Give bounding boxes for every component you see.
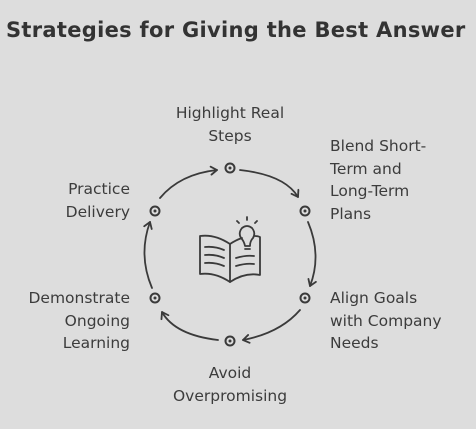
diagram-title: Strategies for Giving the Best Answer: [6, 18, 466, 42]
step-label-demonstrate-learning: Demonstrate Ongoing Learning: [28, 289, 130, 352]
step-node-1: [224, 162, 236, 174]
cycle-arrow-5: [143, 221, 153, 289]
step-node-2: [299, 205, 311, 217]
step-label-align-goals: Align Goals with Company Needs: [330, 289, 442, 352]
step-node-5: [149, 292, 161, 304]
step-label-highlight-real-steps: Highlight Real Steps: [175, 104, 285, 145]
step-label-blend-plans: Blend Short- Term and Long-Term Plans: [330, 137, 427, 223]
cycle-arrow-6: [159, 165, 218, 199]
step-node-6: [149, 205, 161, 217]
step-node-4: [224, 335, 236, 347]
step-node-3: [299, 292, 311, 304]
cycle-arrow-3: [242, 309, 301, 344]
cycle-arrow-4: [160, 311, 219, 341]
step-label-avoid-overpromising: Avoid Overpromising: [172, 364, 288, 405]
step-label-practice-delivery: Practice Delivery: [65, 180, 130, 221]
book-with-lightbulb-icon: [199, 216, 261, 283]
cycle-arrow-1: [239, 169, 300, 198]
cycle-arrow-2: [307, 221, 317, 287]
